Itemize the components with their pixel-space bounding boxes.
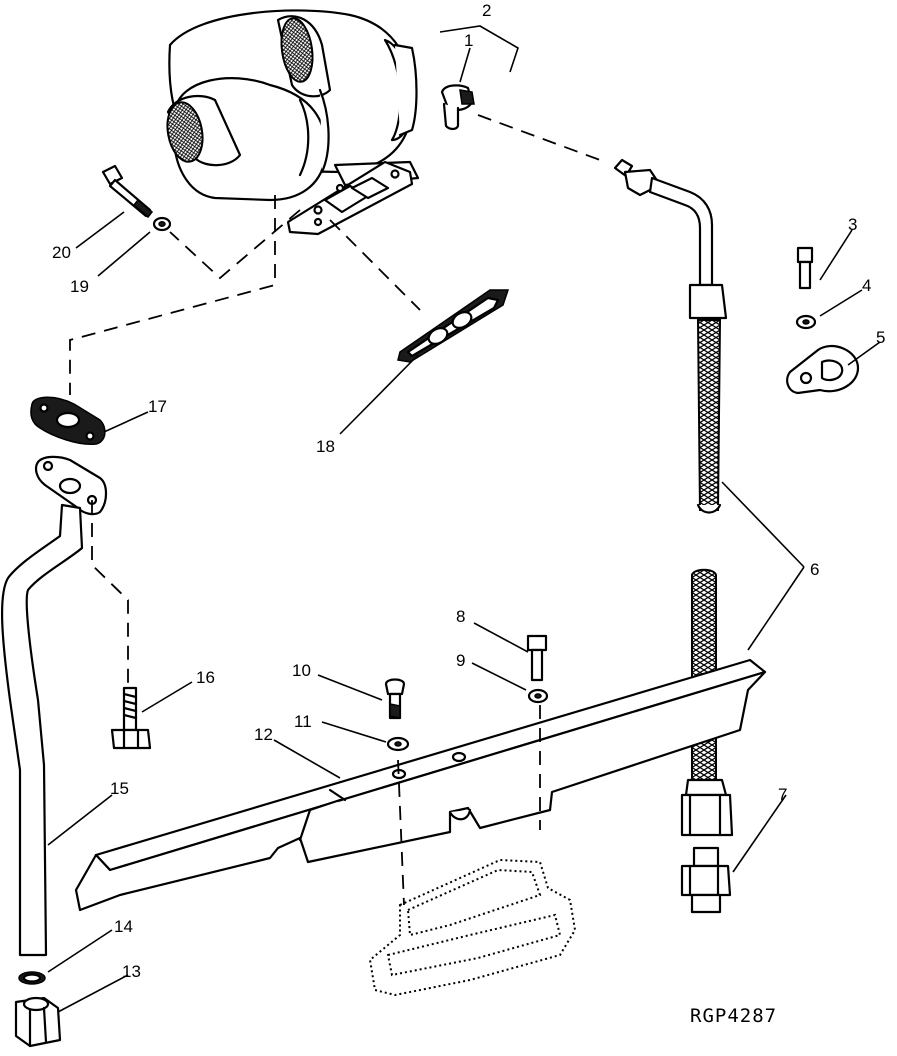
callout-11: 11 xyxy=(294,712,312,731)
callout-17: 17 xyxy=(148,397,167,416)
fitting-13 xyxy=(14,996,62,1048)
engine-block-outline xyxy=(368,858,577,997)
cap-screw-8 xyxy=(526,634,548,682)
upper-inlet-screen xyxy=(280,17,314,83)
callout-20: 20 xyxy=(52,243,71,262)
screw-10 xyxy=(384,678,406,720)
cap-screw-20 xyxy=(101,164,154,219)
elbow-fitting xyxy=(440,84,475,131)
gasket-17 xyxy=(30,396,106,445)
adapter-fitting-7 xyxy=(680,846,732,914)
bracket-shield-12 xyxy=(74,658,767,912)
callout-15: 15 xyxy=(110,779,129,798)
stud-16 xyxy=(110,686,152,750)
leader-lines xyxy=(47,25,881,1013)
callout-10: 10 xyxy=(292,661,311,680)
callout-8: 8 xyxy=(456,607,465,626)
callout-14: 14 xyxy=(114,917,133,936)
oil-return-pipe xyxy=(0,503,84,957)
callout-2: 2 xyxy=(482,1,491,20)
flange-gasket xyxy=(397,289,510,363)
callout-7: 7 xyxy=(778,785,787,804)
oil-inlet-tube xyxy=(613,158,728,320)
turbo-outlet-flange xyxy=(286,160,414,236)
washer-9 xyxy=(527,688,549,704)
callout-16: 16 xyxy=(196,668,215,687)
lower-outlet-screen xyxy=(166,101,204,163)
callout-9: 9 xyxy=(456,651,465,670)
assembly-lines xyxy=(69,114,601,906)
turbocharger xyxy=(166,9,420,202)
callout-12: 12 xyxy=(254,725,273,744)
callout-3: 3 xyxy=(848,215,857,234)
figure-reference: RGP4287 xyxy=(690,1005,777,1027)
washer-19 xyxy=(152,216,172,232)
callout-5: 5 xyxy=(876,328,885,347)
washer-4 xyxy=(795,314,817,330)
callout-labels: 1 2 3 4 5 6 7 8 9 10 11 12 13 14 15 16 1… xyxy=(52,1,885,981)
clamp-5 xyxy=(786,344,860,395)
callout-6: 6 xyxy=(810,560,819,579)
washer-14 xyxy=(18,971,46,985)
washer-11 xyxy=(386,736,410,752)
braided-hose xyxy=(680,319,734,837)
callout-19: 19 xyxy=(70,277,89,296)
return-pipe-flange xyxy=(34,455,108,516)
callout-1: 1 xyxy=(464,31,473,50)
callout-4: 4 xyxy=(862,276,871,295)
callout-18: 18 xyxy=(316,437,335,456)
callout-13: 13 xyxy=(122,962,141,981)
cap-screw-3 xyxy=(796,246,814,290)
